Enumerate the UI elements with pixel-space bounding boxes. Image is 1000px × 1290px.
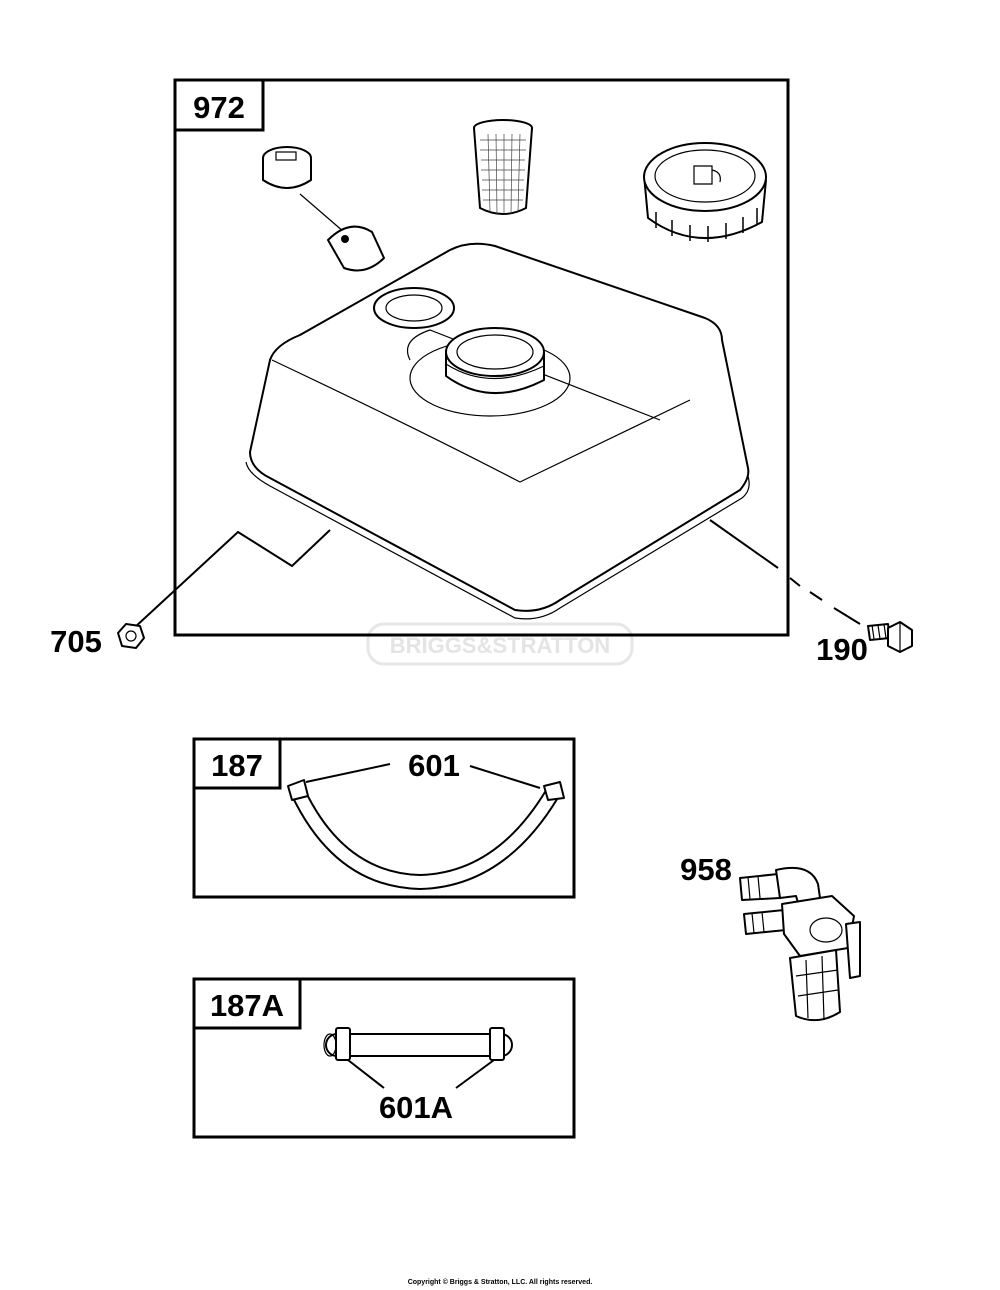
part-705-label: 705 — [50, 624, 102, 659]
box-972-tag — [173, 78, 265, 132]
part-190-label: 190 — [816, 632, 868, 667]
briggs-stratton-watermark: BRIGGS&STRATTON — [366, 622, 634, 666]
part-601-label: 601 — [408, 748, 460, 783]
part-601A-label: 601A — [379, 1090, 453, 1125]
leader-line-190 — [709, 519, 779, 569]
fuel-filter-screen — [473, 119, 533, 215]
fuel-shutoff-valve-958: 958 — [680, 852, 861, 1022]
box-187-tag — [192, 737, 282, 790]
leader-line-705 — [133, 529, 331, 629]
box-972-label: 972 — [193, 90, 245, 125]
fuel-tank-assembly-box: 972 — [133, 78, 861, 637]
part-958-label: 958 — [680, 852, 732, 887]
box-187A-tag — [192, 977, 302, 1030]
box-187-label: 187 — [211, 748, 263, 783]
fuel-gauge — [262, 146, 385, 272]
watermark-text: BRIGGS&STRATTON — [390, 633, 610, 658]
nut-705 — [117, 623, 145, 649]
box-187A-label: 187A — [210, 988, 284, 1023]
screw-190 — [867, 621, 913, 653]
copyright-text: Copyright © Briggs & Stratton, LLC. All … — [408, 1278, 593, 1286]
fuel-line-box: 187 601 — [192, 737, 576, 899]
fuel-tank — [245, 242, 750, 620]
fuel-line-short-box: 187A 601A — [192, 977, 576, 1139]
fuel-cap — [643, 142, 767, 242]
